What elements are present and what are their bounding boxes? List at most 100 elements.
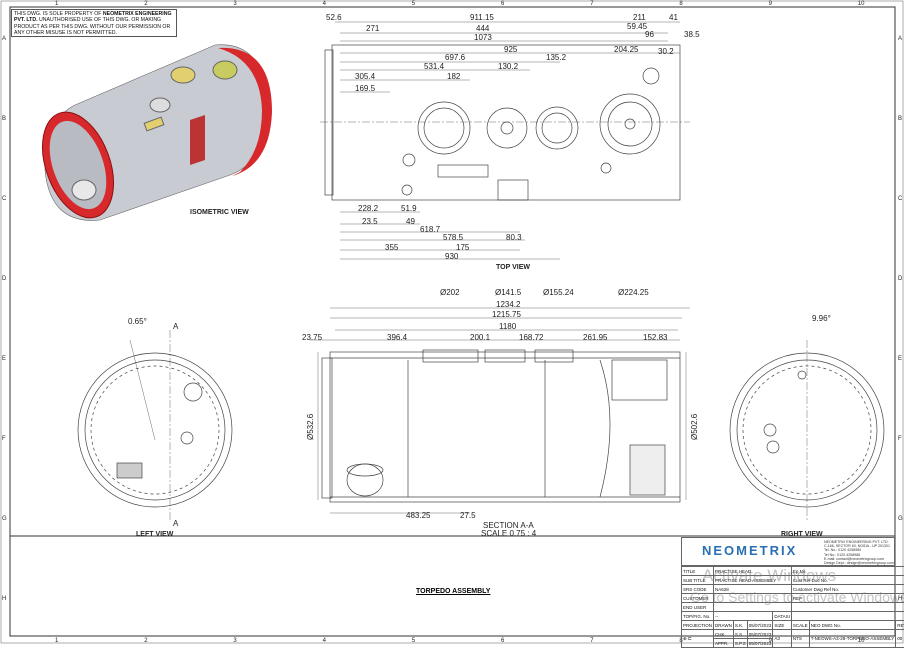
row-label: C <box>898 196 903 202</box>
column-label: 4 <box>323 638 327 644</box>
svg-text:52.6: 52.6 <box>326 13 342 22</box>
column-label: 5 <box>412 1 416 7</box>
svg-text:27.5: 27.5 <box>460 511 476 520</box>
svg-text:261.95: 261.95 <box>583 333 608 342</box>
column-label: 10 <box>858 1 865 7</box>
svg-text:531.4: 531.4 <box>424 62 445 71</box>
row-label: E <box>898 356 902 362</box>
projection-symbol-icon: ⊕ ⊏ <box>680 629 715 648</box>
row-label: G <box>2 516 7 522</box>
top-view <box>320 21 690 260</box>
activation-watermark-title: Activate Windows <box>702 566 837 585</box>
column-label: 8 <box>679 1 683 7</box>
column-label: 1 <box>55 1 59 7</box>
svg-text:930: 930 <box>445 252 459 261</box>
title-block: NEOMETRIX NEOMETRIX ENGINEERING PVT. LTD… <box>680 537 904 648</box>
row-label: G <box>898 516 903 522</box>
svg-text:59.45: 59.45 <box>627 22 648 31</box>
section-scale: SCALE 0.75 : 4 <box>481 529 537 538</box>
activation-watermark-text: Go to Settings to activate Windows. <box>690 589 904 605</box>
row-label: D <box>898 276 903 282</box>
column-label: 4 <box>323 1 327 7</box>
section-marker-bottom: A <box>173 519 179 528</box>
svg-text:175: 175 <box>456 243 470 252</box>
svg-text:182: 182 <box>447 72 461 81</box>
svg-text:578.5: 578.5 <box>443 233 464 242</box>
right-angle: 9.96° <box>812 314 831 323</box>
svg-text:Ø224.25: Ø224.25 <box>618 288 649 297</box>
column-label: 6 <box>501 1 505 7</box>
svg-text:271: 271 <box>366 24 380 33</box>
svg-text:925: 925 <box>504 45 518 54</box>
section-marker-top: A <box>173 322 179 331</box>
svg-text:Ø502.6: Ø502.6 <box>690 413 699 440</box>
svg-text:135.2: 135.2 <box>546 53 567 62</box>
row-label: A <box>2 36 6 42</box>
svg-text:305.4: 305.4 <box>355 72 376 81</box>
ownership-note: THIS DWG. IS SOLE PROPERTY OF NEOMETRIX … <box>11 9 177 37</box>
svg-text:1215.75: 1215.75 <box>492 310 521 319</box>
svg-text:697.6: 697.6 <box>445 53 466 62</box>
top-view-label: TOP VIEW <box>496 264 530 271</box>
column-label: 3 <box>233 1 237 7</box>
neometrix-logo: NEOMETRIX <box>702 543 798 558</box>
svg-text:211: 211 <box>633 13 646 22</box>
svg-text:618.7: 618.7 <box>420 225 441 234</box>
column-label: 9 <box>769 1 773 7</box>
svg-text:96: 96 <box>645 30 654 39</box>
right-view-label: RIGHT VIEW <box>781 531 823 538</box>
svg-text:80.3: 80.3 <box>506 233 522 242</box>
sheet-border <box>9 6 896 637</box>
svg-text:355: 355 <box>385 243 399 252</box>
row-label: A <box>898 36 902 42</box>
row-label: H <box>2 596 6 602</box>
svg-text:200.1: 200.1 <box>470 333 491 342</box>
svg-text:483.25: 483.25 <box>406 511 431 520</box>
row-label: F <box>898 436 902 442</box>
column-label: 2 <box>144 638 148 644</box>
row-label: D <box>2 276 7 282</box>
column-label: 1 <box>55 638 59 644</box>
section-label: SECTION A-A <box>483 521 534 530</box>
drawing-number: T-NEOWS-A3-28-TORPEDO-ASSEMBLY <box>808 629 897 648</box>
left-view <box>77 330 233 520</box>
column-label: 7 <box>590 1 594 7</box>
column-label: 3 <box>233 638 237 644</box>
row-label: F <box>2 436 6 442</box>
svg-text:49: 49 <box>406 217 415 226</box>
company-info: NEOMETRIX ENGINEERING PVT. LTD.C-166, SE… <box>824 540 894 566</box>
row-label: B <box>898 116 902 122</box>
svg-text:38.5: 38.5 <box>684 30 700 39</box>
left-view-label: LEFT VIEW <box>136 531 174 538</box>
svg-text:23.5: 23.5 <box>362 217 378 226</box>
column-label: 5 <box>412 638 416 644</box>
svg-text:168.72: 168.72 <box>519 333 544 342</box>
svg-text:130.2: 130.2 <box>498 62 519 71</box>
svg-text:Ø202: Ø202 <box>440 288 460 297</box>
svg-text:1180: 1180 <box>499 322 517 331</box>
column-label: 2 <box>144 1 148 7</box>
svg-text:Ø141.5: Ø141.5 <box>495 288 522 297</box>
row-label: C <box>2 196 7 202</box>
left-angle: 0.65° <box>128 317 147 326</box>
svg-text:41: 41 <box>669 13 678 22</box>
svg-text:1073: 1073 <box>474 33 492 42</box>
isometric-view-label: ISOMETRIC VIEW <box>190 209 249 216</box>
column-label: 7 <box>590 638 594 644</box>
right-view <box>729 340 885 520</box>
svg-text:23.75: 23.75 <box>302 333 323 342</box>
column-label: 6 <box>501 638 505 644</box>
row-label: B <box>2 116 6 122</box>
svg-text:1234.2: 1234.2 <box>496 300 521 309</box>
svg-text:Ø155.24: Ø155.24 <box>543 288 574 297</box>
section-view <box>310 307 690 514</box>
svg-text:51.9: 51.9 <box>401 204 417 213</box>
svg-text:396.4: 396.4 <box>387 333 408 342</box>
svg-text:444: 444 <box>476 24 490 33</box>
isometric-view: ISOMETRIC VIEW <box>42 44 272 221</box>
svg-text:911.15: 911.15 <box>470 13 494 22</box>
svg-text:228.2: 228.2 <box>358 204 379 213</box>
